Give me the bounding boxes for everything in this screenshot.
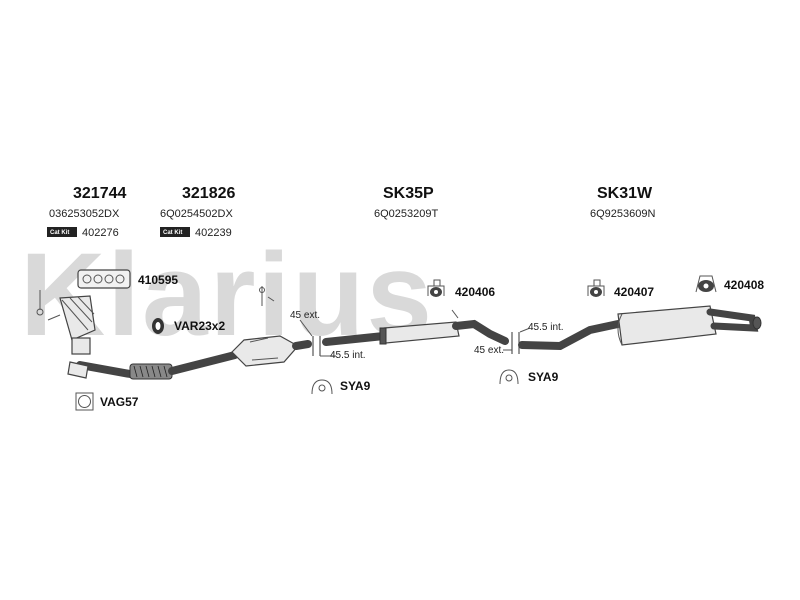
part-label-sya9-right: SYA9 — [528, 370, 559, 384]
dimension-left-int: 45.5 int. — [330, 350, 366, 361]
cat-kit-badge-label-2: Cat Kit — [163, 230, 182, 236]
catalytic-converter-icon — [231, 286, 312, 367]
front-flex-pipe-icon — [67, 351, 239, 380]
part-label-sya9-left: SYA9 — [340, 379, 371, 393]
part-label-vag57: VAG57 — [100, 395, 139, 409]
vag57-gasket-icon — [75, 392, 94, 411]
group-oem-321826: 6Q0254502DX — [160, 208, 233, 220]
group-oem-sk35p: 6Q0253209T — [374, 208, 438, 220]
mount-420407-icon — [587, 279, 605, 297]
group-oem-321744: 036253052DX — [49, 208, 120, 220]
part-label-410595: 410595 — [138, 273, 178, 287]
group-code-321744: 321744 — [73, 185, 126, 202]
sya9-left-clamp-icon — [311, 379, 333, 395]
mount-420406-icon — [427, 279, 445, 297]
exhaust-manifold-icon — [36, 290, 96, 355]
kit-code-402239: 402239 — [195, 227, 232, 239]
part-label-var23x2: VAR23x2 — [174, 319, 225, 333]
cat-kit-badge-1: Cat Kit — [47, 227, 77, 237]
kit-code-402276: 402276 — [82, 227, 119, 239]
part-label-420406: 420406 — [455, 285, 495, 299]
part-label-420407: 420407 — [614, 285, 654, 299]
dimension-left-ext: 45 ext. — [290, 310, 320, 321]
dimension-right-ext: 45 ext. — [474, 345, 504, 356]
group-code-321826: 321826 — [182, 185, 235, 202]
sya9-right-clamp-icon — [499, 369, 519, 385]
dimension-right-int: 45.5 int. — [528, 322, 564, 333]
center-silencer-icon — [322, 309, 509, 346]
mount-420408-icon — [695, 275, 717, 293]
part-label-420408: 420408 — [724, 278, 764, 292]
group-code-sk31w: SK31W — [597, 185, 653, 202]
rear-silencer-icon — [518, 305, 762, 351]
left-joint-dimension — [299, 319, 336, 357]
group-code-sk35p: SK35P — [383, 185, 434, 202]
cat-kit-badge-label-1: Cat Kit — [50, 230, 69, 236]
cat-kit-badge-2: Cat Kit — [160, 227, 190, 237]
group-oem-sk31w: 6Q9253609N — [590, 208, 655, 220]
var-clamp-icon — [152, 318, 164, 334]
gasket-410595-icon — [77, 269, 131, 289]
